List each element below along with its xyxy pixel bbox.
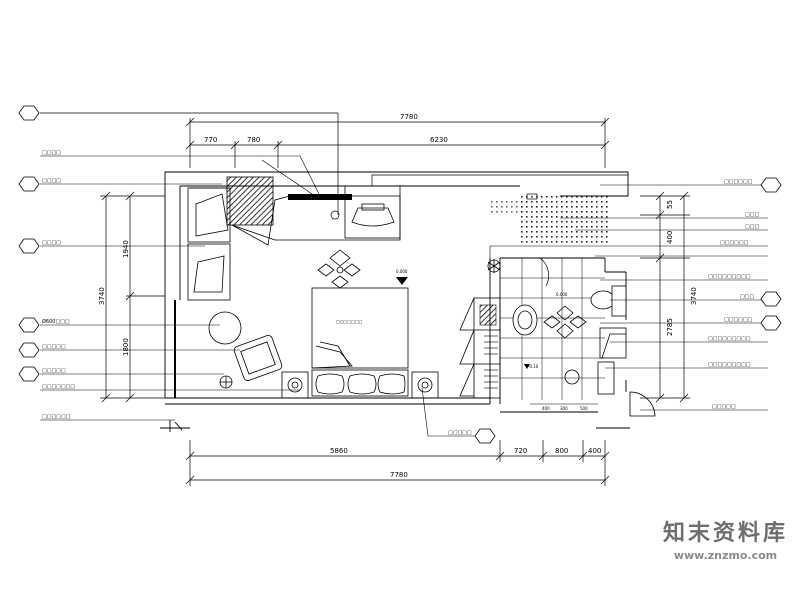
left-callout-3: □□□□ xyxy=(42,240,61,246)
right-callout-8: □□□□□□□□□ xyxy=(708,336,751,342)
right-callout-2: □□□ xyxy=(745,212,759,218)
right-callout-9: □□□□□□□□□ xyxy=(708,362,751,368)
dim-bottom-total: 7780 xyxy=(390,471,408,479)
floor-lamp-left xyxy=(219,375,233,389)
shower-fixture xyxy=(543,305,587,339)
entry-door-arc xyxy=(629,391,656,417)
watermark-title: 知末资料库 xyxy=(662,521,788,546)
ceiling-dots-left xyxy=(490,198,522,216)
bottom-dimensions xyxy=(185,440,610,486)
right-callout-1: □□□□□□ xyxy=(724,179,753,185)
dim-bath-500: 500 xyxy=(580,406,588,411)
right-callout-6: □□□ xyxy=(740,294,754,300)
dim-left-1800: 1800 xyxy=(122,338,130,356)
level-mark-shower: -0.10 xyxy=(528,364,539,369)
left-callout-1: □□□□ xyxy=(42,150,61,156)
vent-small xyxy=(526,193,538,200)
armchair xyxy=(233,334,283,382)
bed-label: □□□□□□□ xyxy=(336,319,363,324)
hatched-column xyxy=(226,176,274,226)
right-callout-4: □□□□□□ xyxy=(720,240,749,246)
basin-counter xyxy=(564,327,627,395)
left-callout-6: □□□□□ xyxy=(42,368,66,374)
desk-chair xyxy=(344,185,401,239)
bathtub-toilet xyxy=(512,285,627,336)
watermark: 知末资料库 www.znzmo.com xyxy=(663,515,788,562)
left-callout-2: □□□□ xyxy=(42,178,61,184)
bed-bench xyxy=(311,369,409,397)
level-mark-bed-triangle xyxy=(396,277,408,285)
left-hex-markers xyxy=(18,105,40,382)
nightstand-left xyxy=(281,371,309,399)
corner-sofa xyxy=(187,187,231,301)
round-table xyxy=(208,311,242,345)
bottom-callout-text: □□□□□ xyxy=(448,430,472,436)
right-callout-7: □□□□□□ xyxy=(724,317,753,323)
level-mark-bath: 0.000 xyxy=(556,292,568,297)
dim-bath-300: 300 xyxy=(560,406,568,411)
level-mark-shower-triangle xyxy=(524,364,530,369)
dim-right-3740: 3740 xyxy=(690,287,698,305)
level-mark-bed: 0.000 xyxy=(396,269,408,274)
dim-bottom-800: 800 xyxy=(555,447,568,455)
dim-left-3740: 3740 xyxy=(98,287,106,305)
left-callout-5: □□□□□ xyxy=(42,344,66,350)
wall-lamp-top xyxy=(330,210,340,220)
right-hex-markers xyxy=(760,177,782,331)
cabinet-diagonal xyxy=(261,159,316,197)
left-dimensions xyxy=(100,191,165,403)
dim-top-6230: 6230 xyxy=(430,136,448,144)
dim-bottom-5860: 5860 xyxy=(330,447,348,455)
dim-bath-400: 400 xyxy=(542,406,550,411)
dim-right-55: 55 xyxy=(666,200,674,209)
watermark-url: www.znzmo.com xyxy=(673,549,778,562)
wardrobe xyxy=(459,297,501,399)
safe-box xyxy=(479,304,497,326)
right-dimensions xyxy=(640,191,690,403)
hangers xyxy=(484,335,498,389)
dim-left-1940: 1940 xyxy=(122,240,130,258)
coffee-table-decor xyxy=(317,249,361,289)
tv-cabinet xyxy=(288,194,352,200)
dim-right-400: 400 xyxy=(666,231,674,244)
right-callout-10: □□□□□ xyxy=(712,404,736,410)
ceiling-hatch-area xyxy=(520,196,610,246)
left-callout-7: □□□□□□□ xyxy=(42,384,75,390)
right-callout-3: □□□ xyxy=(745,224,759,230)
bottom-callout xyxy=(421,387,496,444)
dim-top-780: 780 xyxy=(247,136,260,144)
left-callout-8: □□□□□□ xyxy=(42,414,71,420)
right-callout-5: □□□□□□□□□ xyxy=(708,274,751,280)
left-callout-4: Ø600□□□ xyxy=(42,318,70,325)
desk-leader xyxy=(371,174,628,186)
dim-top-total: 7780 xyxy=(400,113,418,121)
right-callout-leaders xyxy=(489,184,768,411)
dim-right-2785: 2785 xyxy=(666,318,674,336)
entry-plant xyxy=(487,259,501,273)
nightstand-right xyxy=(411,371,439,399)
dim-bottom-720: 720 xyxy=(514,447,527,455)
bed xyxy=(311,287,409,369)
bathroom-door-arc xyxy=(539,257,550,287)
dim-bottom-400: 400 xyxy=(588,447,601,455)
left-callout-leaders xyxy=(40,155,321,421)
dim-top-770: 770 xyxy=(204,136,217,144)
